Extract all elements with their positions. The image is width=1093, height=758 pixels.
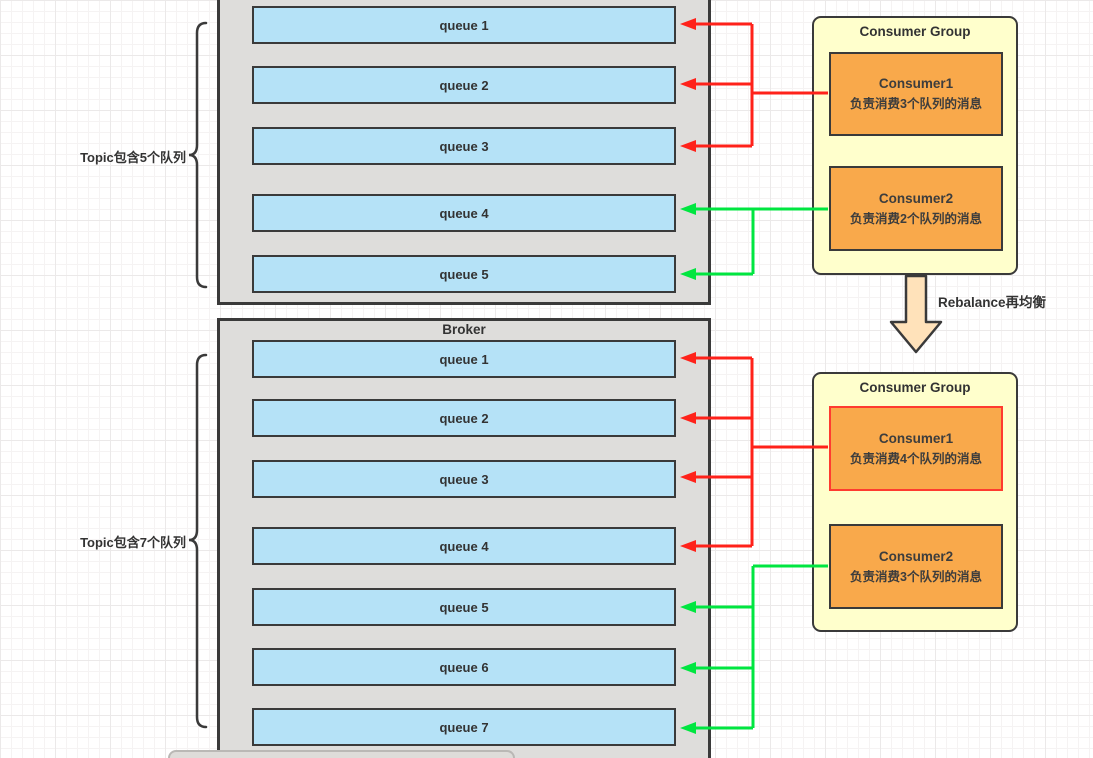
consumer1-box-highlighted: Consumer1 负责消费4个队列的消息: [829, 406, 1003, 491]
horizontal-scrollbar-thumb[interactable]: [168, 750, 515, 758]
consumer-group-title: Consumer Group: [859, 380, 971, 395]
consumer2-box: Consumer2 负责消费3个队列的消息: [829, 524, 1003, 609]
consumer-desc: 负责消费2个队列的消息: [850, 211, 982, 226]
broker-title: Broker: [442, 322, 486, 337]
consumer-group-bottom: Consumer Group Consumer1 负责消费4个队列的消息 Con…: [812, 372, 1018, 632]
queue-box: queue 5: [252, 588, 676, 626]
consumer-name: Consumer1: [878, 76, 954, 91]
queue-box: queue 7: [252, 708, 676, 746]
rebalance-arrow: [889, 274, 943, 354]
curly-brace-bottom: [188, 353, 208, 729]
queue-box: queue 2: [252, 399, 676, 437]
queue-box: queue 4: [252, 194, 676, 232]
queue-box: queue 1: [252, 6, 676, 44]
queue-box: queue 3: [252, 460, 676, 498]
queue-box: queue 5: [252, 255, 676, 293]
consumer-desc: 负责消费3个队列的消息: [850, 569, 982, 584]
curly-brace-top: [188, 21, 208, 289]
topic-label-bottom: Topic包含7个队列: [80, 535, 186, 550]
consumer-name: Consumer2: [878, 190, 954, 206]
rebalance-label: Rebalance再均衡: [938, 295, 1047, 310]
consumer-desc: 负责消费3个队列的消息: [850, 97, 982, 111]
consumer-name: Consumer2: [878, 548, 954, 564]
queue-box: queue 1: [252, 340, 676, 378]
queue-box: queue 2: [252, 66, 676, 104]
queue-box: queue 4: [252, 527, 676, 565]
consumer-group-title: Consumer Group: [859, 24, 971, 39]
consumer-group-top: Consumer Group Consumer1 负责消费3个队列的消息 Con…: [812, 16, 1018, 275]
queue-box: queue 6: [252, 648, 676, 686]
consumer2-box: Consumer2 负责消费2个队列的消息: [829, 166, 1003, 251]
consumer-name: Consumer1: [878, 430, 954, 446]
consumer1-box: Consumer1 负责消费3个队列的消息: [829, 52, 1003, 136]
queue-box: queue 3: [252, 127, 676, 165]
consumer-desc: 负责消费4个队列的消息: [850, 451, 982, 466]
topic-label-top: Topic包含5个队列: [80, 150, 186, 165]
